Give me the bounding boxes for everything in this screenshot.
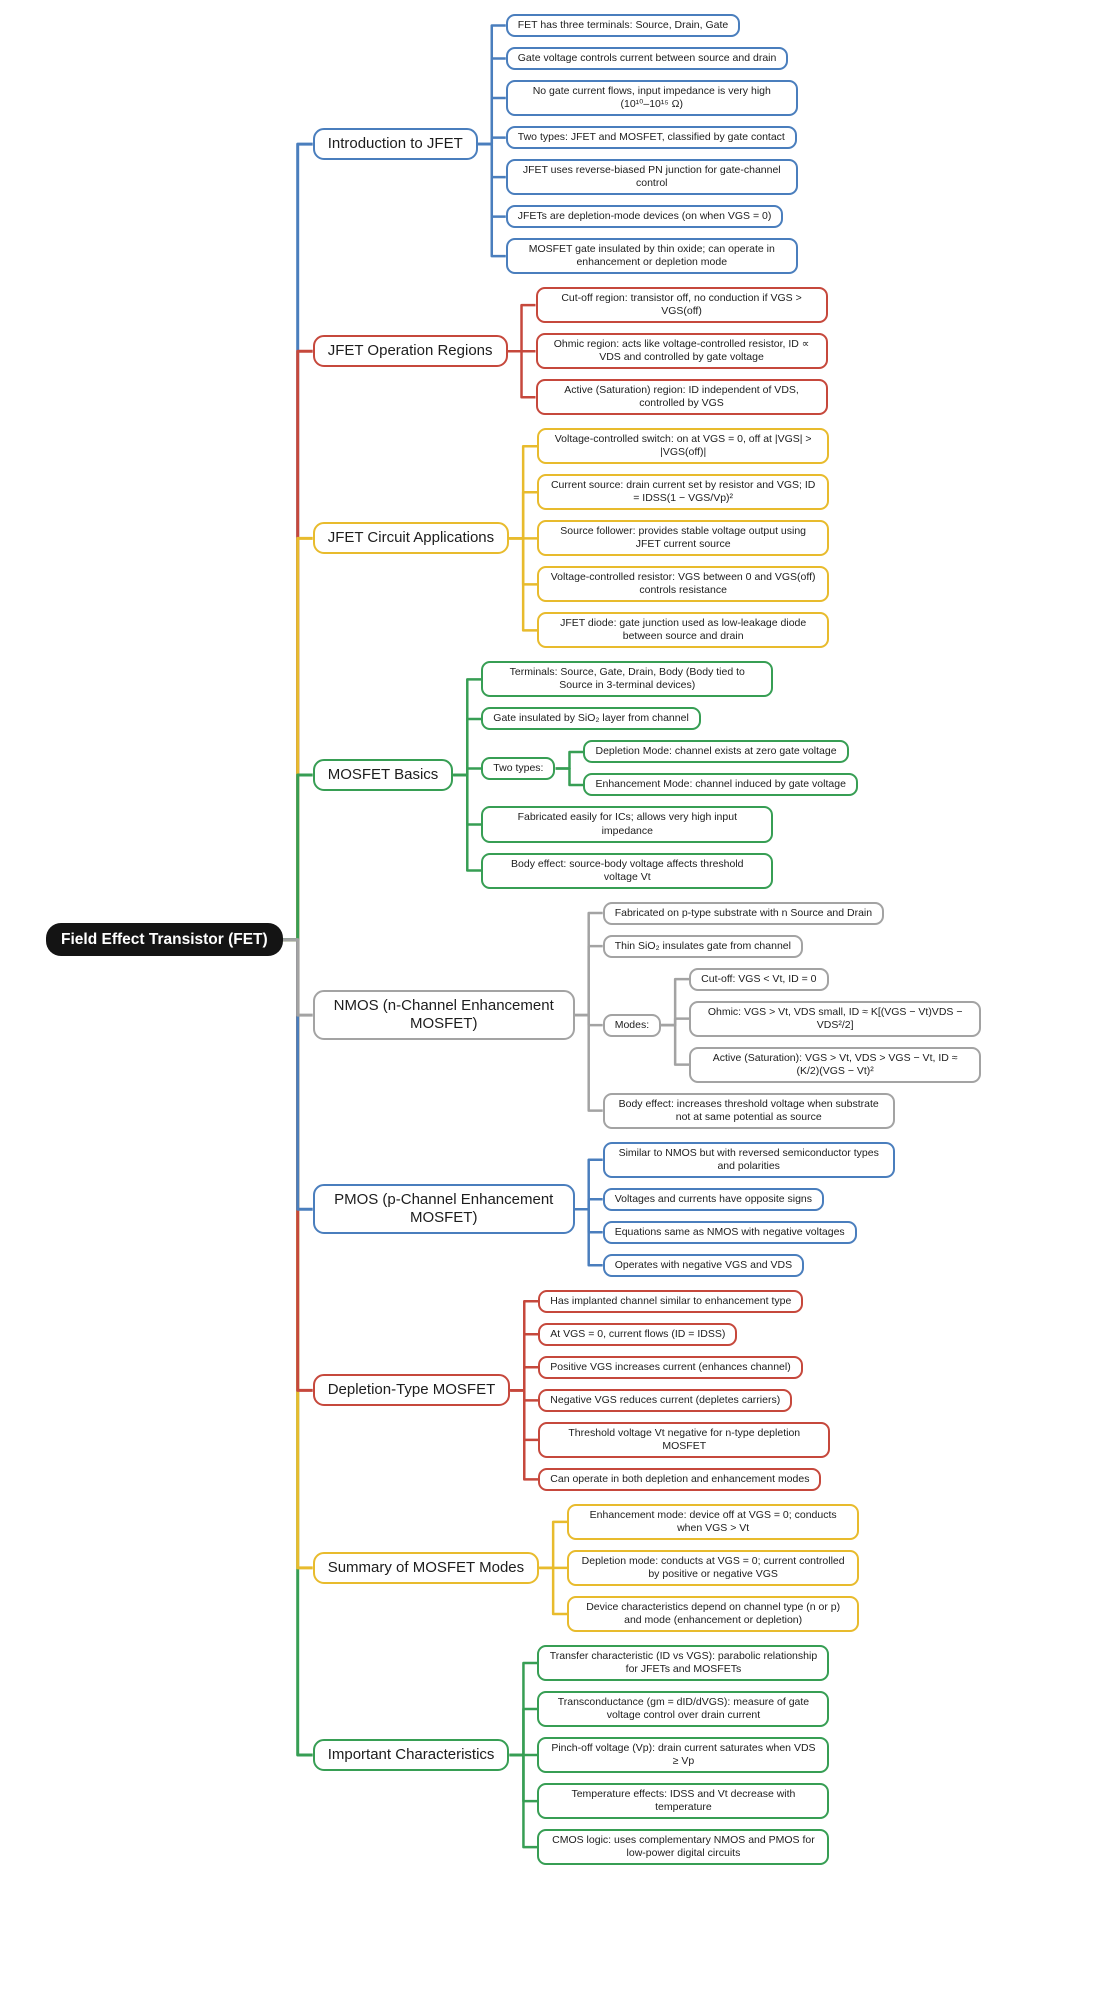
topic-node[interactable]: Voltages and currents have opposite sign… xyxy=(602,1187,824,1211)
branch-node-jfet-circuit-applications[interactable]: JFET Circuit Applications xyxy=(312,522,510,555)
topic-node[interactable]: Active (Saturation) region: ID independe… xyxy=(535,379,828,416)
topic-node[interactable]: Enhancement Mode: channel induced by gat… xyxy=(583,773,858,797)
topic-node[interactable]: Source follower: provides stable voltage… xyxy=(537,520,830,557)
mindmap-tree: Field Effect Transistor (FET) Introducti… xyxy=(46,14,982,1866)
branch-node-jfet-operation-regions[interactable]: JFET Operation Regions xyxy=(312,335,508,368)
branch-node-mosfet-basics[interactable]: MOSFET Basics xyxy=(312,758,454,791)
topic-node[interactable]: Ohmic: VGS > Vt, VDS small, ID ≈ K[(VGS … xyxy=(689,1000,982,1037)
topic-node[interactable]: Operates with negative VGS and VDS xyxy=(602,1253,805,1277)
topic-node[interactable]: Threshold voltage Vt negative for n-type… xyxy=(538,1421,831,1458)
mindmap-branch: NMOS (n-Channel Enhancement MOSFET) Fabri… xyxy=(312,901,982,1129)
mindmap-branch: Two types: Depletion Mode: channel exists… xyxy=(481,740,858,797)
branch-node-summary-of-mosfet-modes[interactable]: Summary of MOSFET Modes xyxy=(312,1551,540,1584)
topic-node[interactable]: Pinch-off voltage (Vp): drain current sa… xyxy=(537,1737,830,1774)
topic-node[interactable]: Can operate in both depletion and enhanc… xyxy=(538,1467,822,1491)
topic-node[interactable]: Fabricated on p-type substrate with n So… xyxy=(602,901,885,925)
subtopic-parent-node[interactable]: Two types: xyxy=(481,756,556,780)
topic-node[interactable]: Body effect: source-body voltage affects… xyxy=(481,852,774,889)
mindmap-branch: Depletion-Type MOSFET Has implanted chann… xyxy=(312,1289,831,1491)
topic-node[interactable]: Gate voltage controls current between so… xyxy=(505,47,789,71)
subtopic-parent-node[interactable]: Modes: xyxy=(602,1013,662,1037)
topic-node[interactable]: Has implanted channel similar to enhance… xyxy=(538,1289,804,1313)
topic-node[interactable]: Positive VGS increases current (enhances… xyxy=(538,1355,803,1379)
mindmap-branch: Introduction to JFET FET has three termin… xyxy=(312,14,798,275)
branch-node-pmos-p-channel-enhancement-mosfet[interactable]: PMOS (p-Channel Enhancement MOSFET) xyxy=(312,1184,575,1235)
topic-node[interactable]: Voltage-controlled switch: on at VGS = 0… xyxy=(537,428,830,465)
topic-node[interactable]: At VGS = 0, current flows (ID = IDSS) xyxy=(538,1322,738,1346)
root-node[interactable]: Field Effect Transistor (FET) xyxy=(46,922,283,957)
topic-node[interactable]: JFET diode: gate junction used as low-le… xyxy=(537,612,830,649)
topic-node[interactable]: FET has three terminals: Source, Drain, … xyxy=(505,14,741,38)
topic-node[interactable]: Enhancement mode: device off at VGS = 0;… xyxy=(567,1503,860,1540)
topic-node[interactable]: Device characteristics depend on channel… xyxy=(567,1595,860,1632)
topic-node[interactable]: JFETs are depletion-mode devices (on whe… xyxy=(505,205,784,229)
topic-node[interactable]: Current source: drain current set by res… xyxy=(537,474,830,511)
topic-node[interactable]: Body effect: increases threshold voltage… xyxy=(602,1092,895,1129)
branches-container: Introduction to JFET FET has three termin… xyxy=(312,14,982,1866)
topic-node[interactable]: Depletion mode: conducts at VGS = 0; cur… xyxy=(567,1549,860,1586)
mindmap-branch: Summary of MOSFET Modes Enhancement mode:… xyxy=(312,1503,860,1632)
mindmap-branch: Modes: Cut-off: VGS < Vt, ID = 0 Ohmic: VG… xyxy=(602,967,982,1083)
mindmap-branch: PMOS (p-Channel Enhancement MOSFET) Simil… xyxy=(312,1141,895,1277)
topic-node[interactable]: JFET uses reverse-biased PN junction for… xyxy=(505,159,798,196)
branch-node-important-characteristics[interactable]: Important Characteristics xyxy=(312,1739,510,1772)
topic-node[interactable]: Temperature effects: IDSS and Vt decreas… xyxy=(537,1783,830,1820)
branch-node-introduction-to-jfet[interactable]: Introduction to JFET xyxy=(312,128,478,161)
topic-node[interactable]: CMOS logic: uses complementary NMOS and … xyxy=(537,1829,830,1866)
topic-node[interactable]: Terminals: Source, Gate, Drain, Body (Bo… xyxy=(481,661,774,698)
branch-node-depletion-type-mosfet[interactable]: Depletion-Type MOSFET xyxy=(312,1374,511,1407)
mindmap-branch: MOSFET Basics Terminals: Source, Gate, Dr… xyxy=(312,661,858,889)
topic-node[interactable]: Active (Saturation): VGS > Vt, VDS > VGS… xyxy=(689,1046,982,1083)
topic-node[interactable]: Transconductance (gm = dID/dVGS): measur… xyxy=(537,1691,830,1728)
topic-node[interactable]: Ohmic region: acts like voltage-controll… xyxy=(535,333,828,370)
topic-node[interactable]: Voltage-controlled resistor: VGS between… xyxy=(537,566,830,603)
mindmap-branch: JFET Operation Regions Cut-off region: tr… xyxy=(312,287,828,416)
topic-node[interactable]: Depletion Mode: channel exists at zero g… xyxy=(583,740,849,764)
topic-node[interactable]: Two types: JFET and MOSFET, classified b… xyxy=(505,126,797,150)
topic-node[interactable]: Cut-off: VGS < Vt, ID = 0 xyxy=(689,967,829,991)
mindmap-branch: Important Characteristics Transfer charac… xyxy=(312,1644,830,1866)
topic-node[interactable]: MOSFET gate insulated by thin oxide; can… xyxy=(505,238,798,275)
topic-node[interactable]: Transfer characteristic (ID vs VGS): par… xyxy=(537,1644,830,1681)
topic-node[interactable]: Gate insulated by SiO₂ layer from channe… xyxy=(481,707,701,731)
topic-node[interactable]: Negative VGS reduces current (depletes c… xyxy=(538,1388,793,1412)
topic-node[interactable]: Equations same as NMOS with negative vol… xyxy=(602,1220,857,1244)
topic-node[interactable]: No gate current flows, input impedance i… xyxy=(505,80,798,117)
topic-node[interactable]: Similar to NMOS but with reversed semico… xyxy=(602,1141,895,1178)
topic-node[interactable]: Cut-off region: transistor off, no condu… xyxy=(535,287,828,324)
branch-node-nmos-n-channel-enhancement-mosfet[interactable]: NMOS (n-Channel Enhancement MOSFET) xyxy=(312,990,575,1041)
topic-node[interactable]: Fabricated easily for ICs; allows very h… xyxy=(481,806,774,843)
topic-node[interactable]: Thin SiO₂ insulates gate from channel xyxy=(602,934,803,958)
